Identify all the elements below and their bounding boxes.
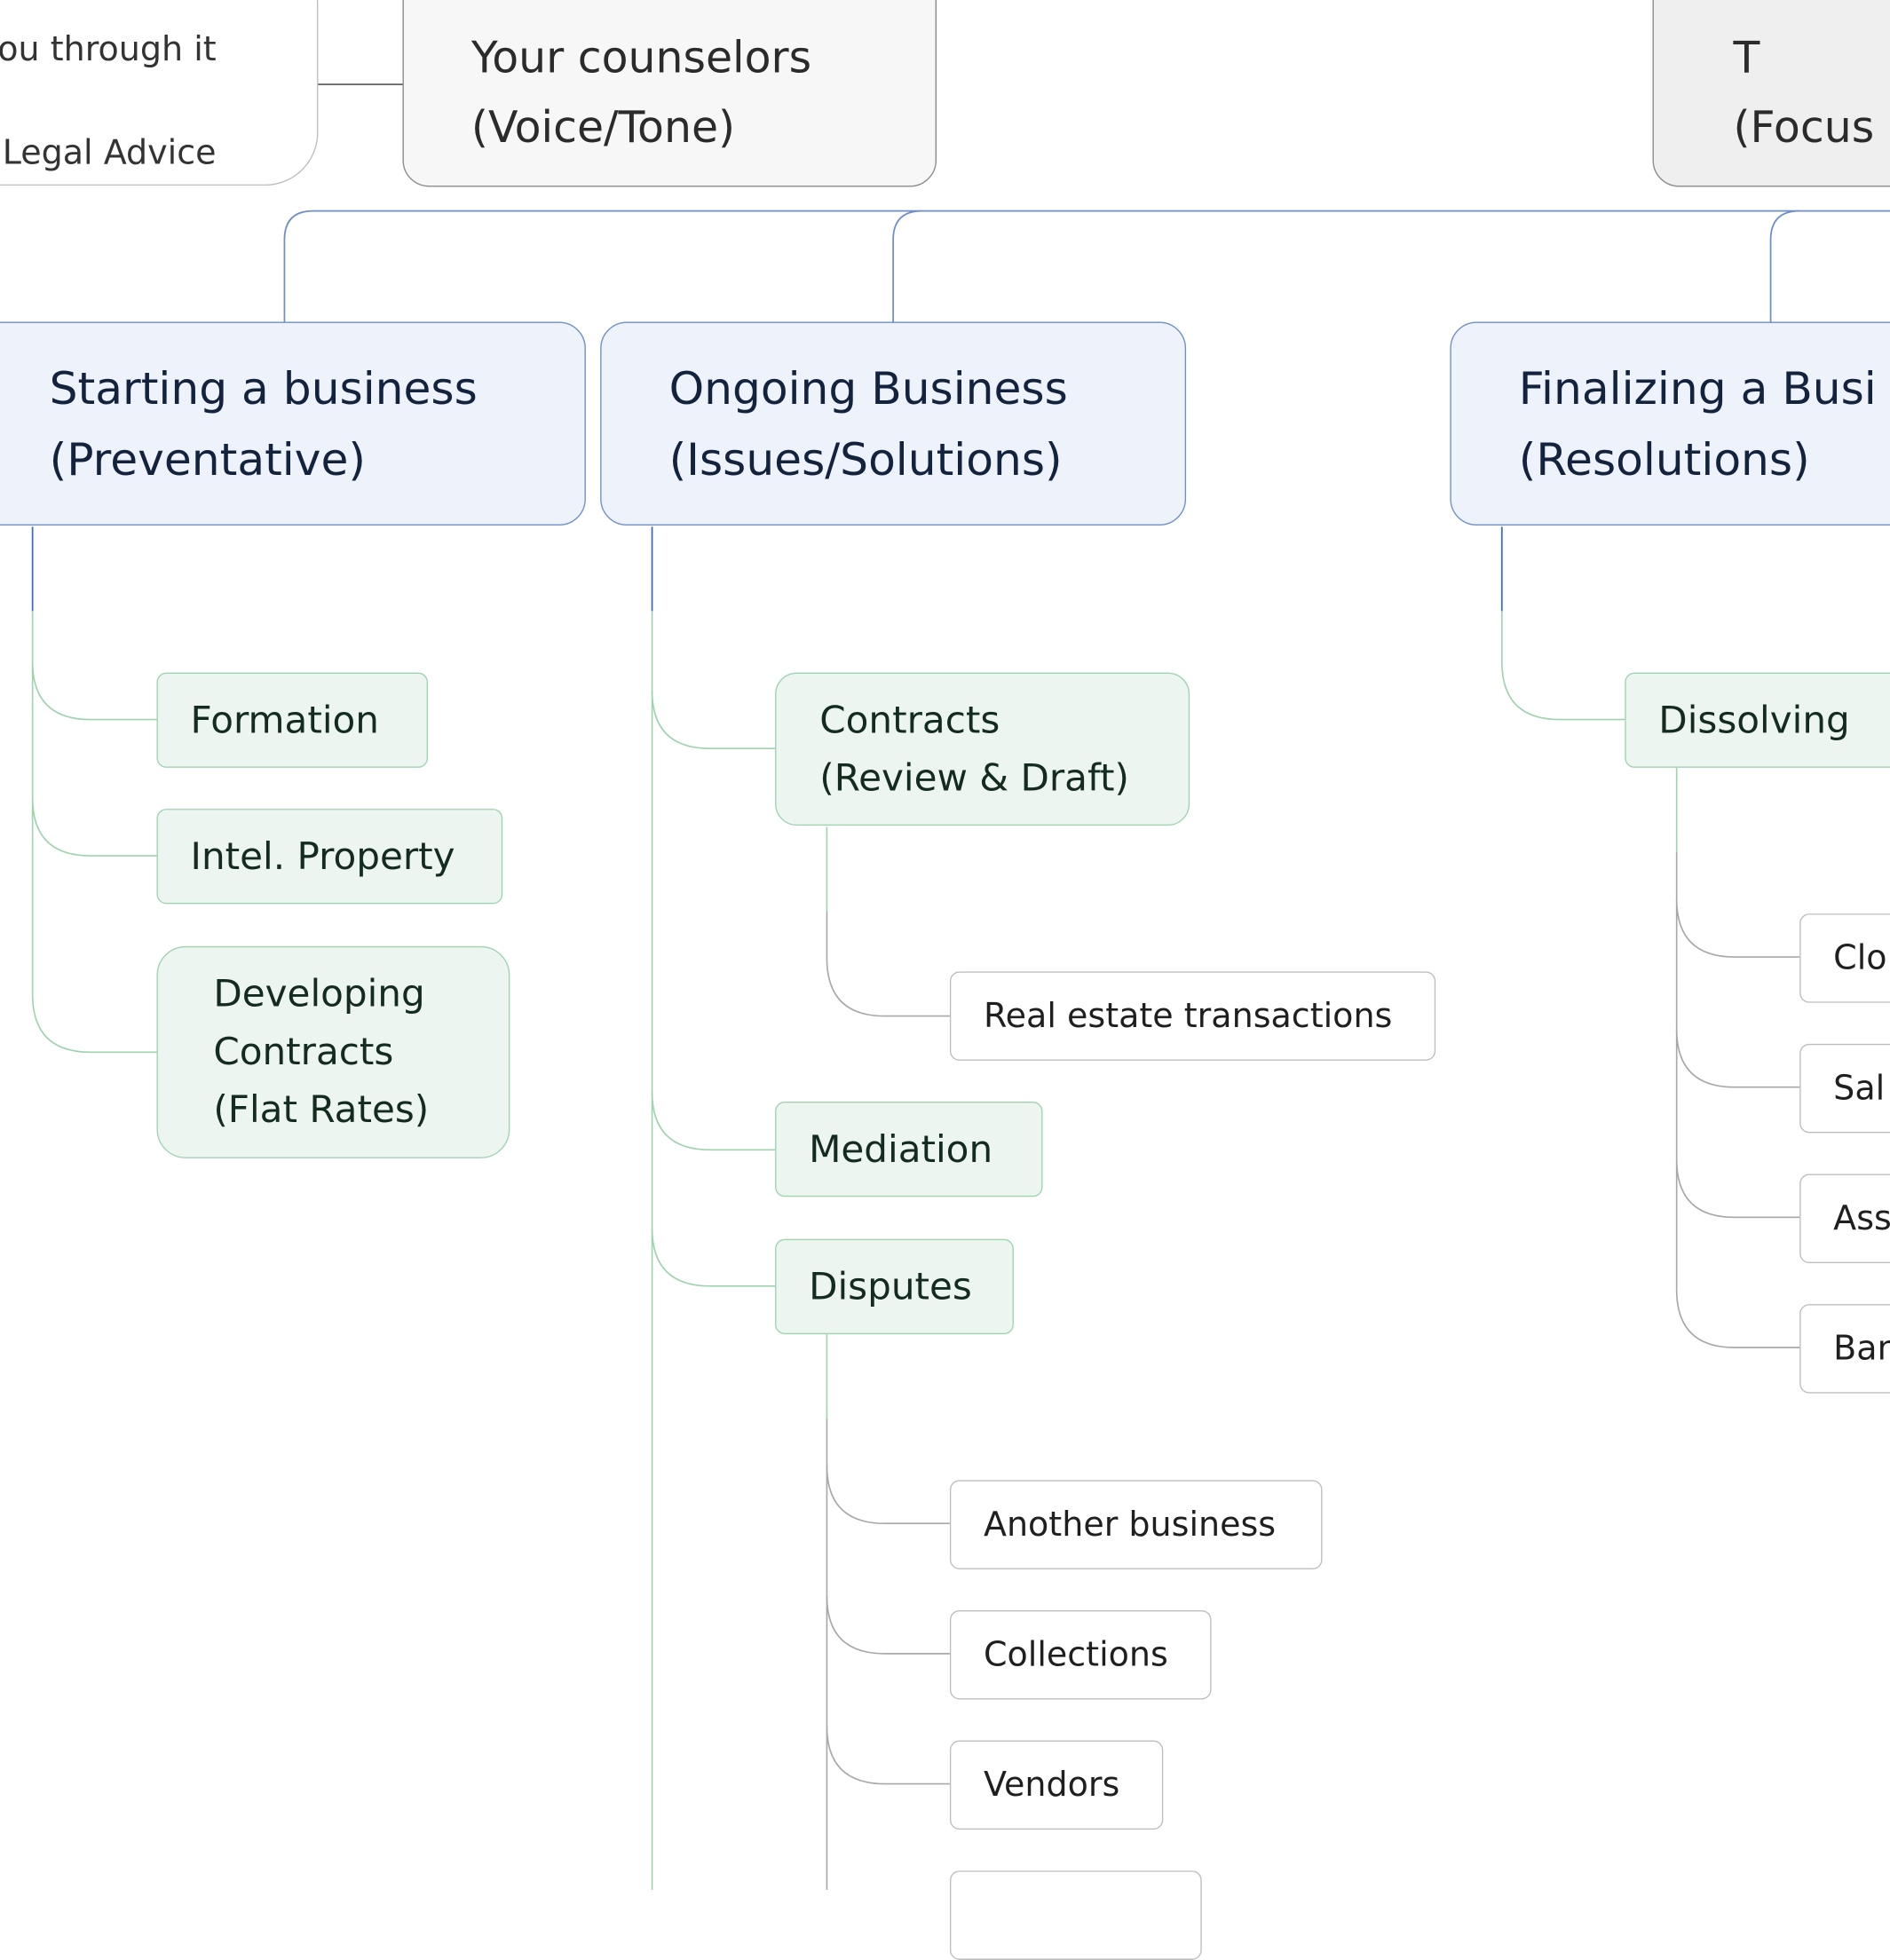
item-disputes[interactable]: Disputes: [775, 1238, 1014, 1335]
item-ban[interactable]: Ban: [1799, 1304, 1890, 1394]
item-mediation[interactable]: Mediation: [775, 1102, 1043, 1197]
item-developing-contracts[interactable]: Developing Contracts (Flat Rates): [156, 945, 510, 1158]
connector-lines: [0, 83, 1890, 1891]
item-dissolving[interactable]: Dissolving: [1625, 672, 1890, 768]
focus-node[interactable]: T (Focus: [1652, 0, 1890, 187]
branch-ongoing[interactable]: Ongoing Business (Issues/Solutions): [600, 321, 1187, 526]
counselors-node[interactable]: Your counselors (Voice/Tone): [402, 0, 937, 187]
topleft-node[interactable]: [0, 0, 319, 186]
item-sal[interactable]: Sal: [1799, 1043, 1890, 1134]
item-ass[interactable]: Ass: [1799, 1174, 1890, 1263]
branch-starting[interactable]: Starting a business (Preventative): [0, 321, 586, 526]
item-intel-property[interactable]: Intel. Property: [156, 809, 503, 905]
item-real-estate[interactable]: Real estate transactions: [949, 971, 1436, 1061]
connector-ongoing: [892, 209, 922, 322]
topleft-text-1: ou through it: [0, 28, 217, 69]
item-collections[interactable]: Collections: [949, 1609, 1212, 1700]
item-formation[interactable]: Formation: [156, 672, 429, 768]
connector-finalizing: [1769, 209, 1800, 322]
item-vendors[interactable]: Vendors: [949, 1740, 1164, 1830]
item-partial-bottom[interactable]: [949, 1870, 1202, 1960]
topleft-text-2: Legal Advice: [2, 132, 217, 173]
branch-finalizing[interactable]: Finalizing a Busi (Resolutions): [1450, 321, 1890, 526]
item-another-business[interactable]: Another business: [949, 1480, 1323, 1569]
connector-trunk: [283, 209, 1890, 322]
item-contracts[interactable]: Contracts (Review & Draft): [775, 672, 1190, 826]
item-clo[interactable]: Clo: [1799, 913, 1890, 1003]
